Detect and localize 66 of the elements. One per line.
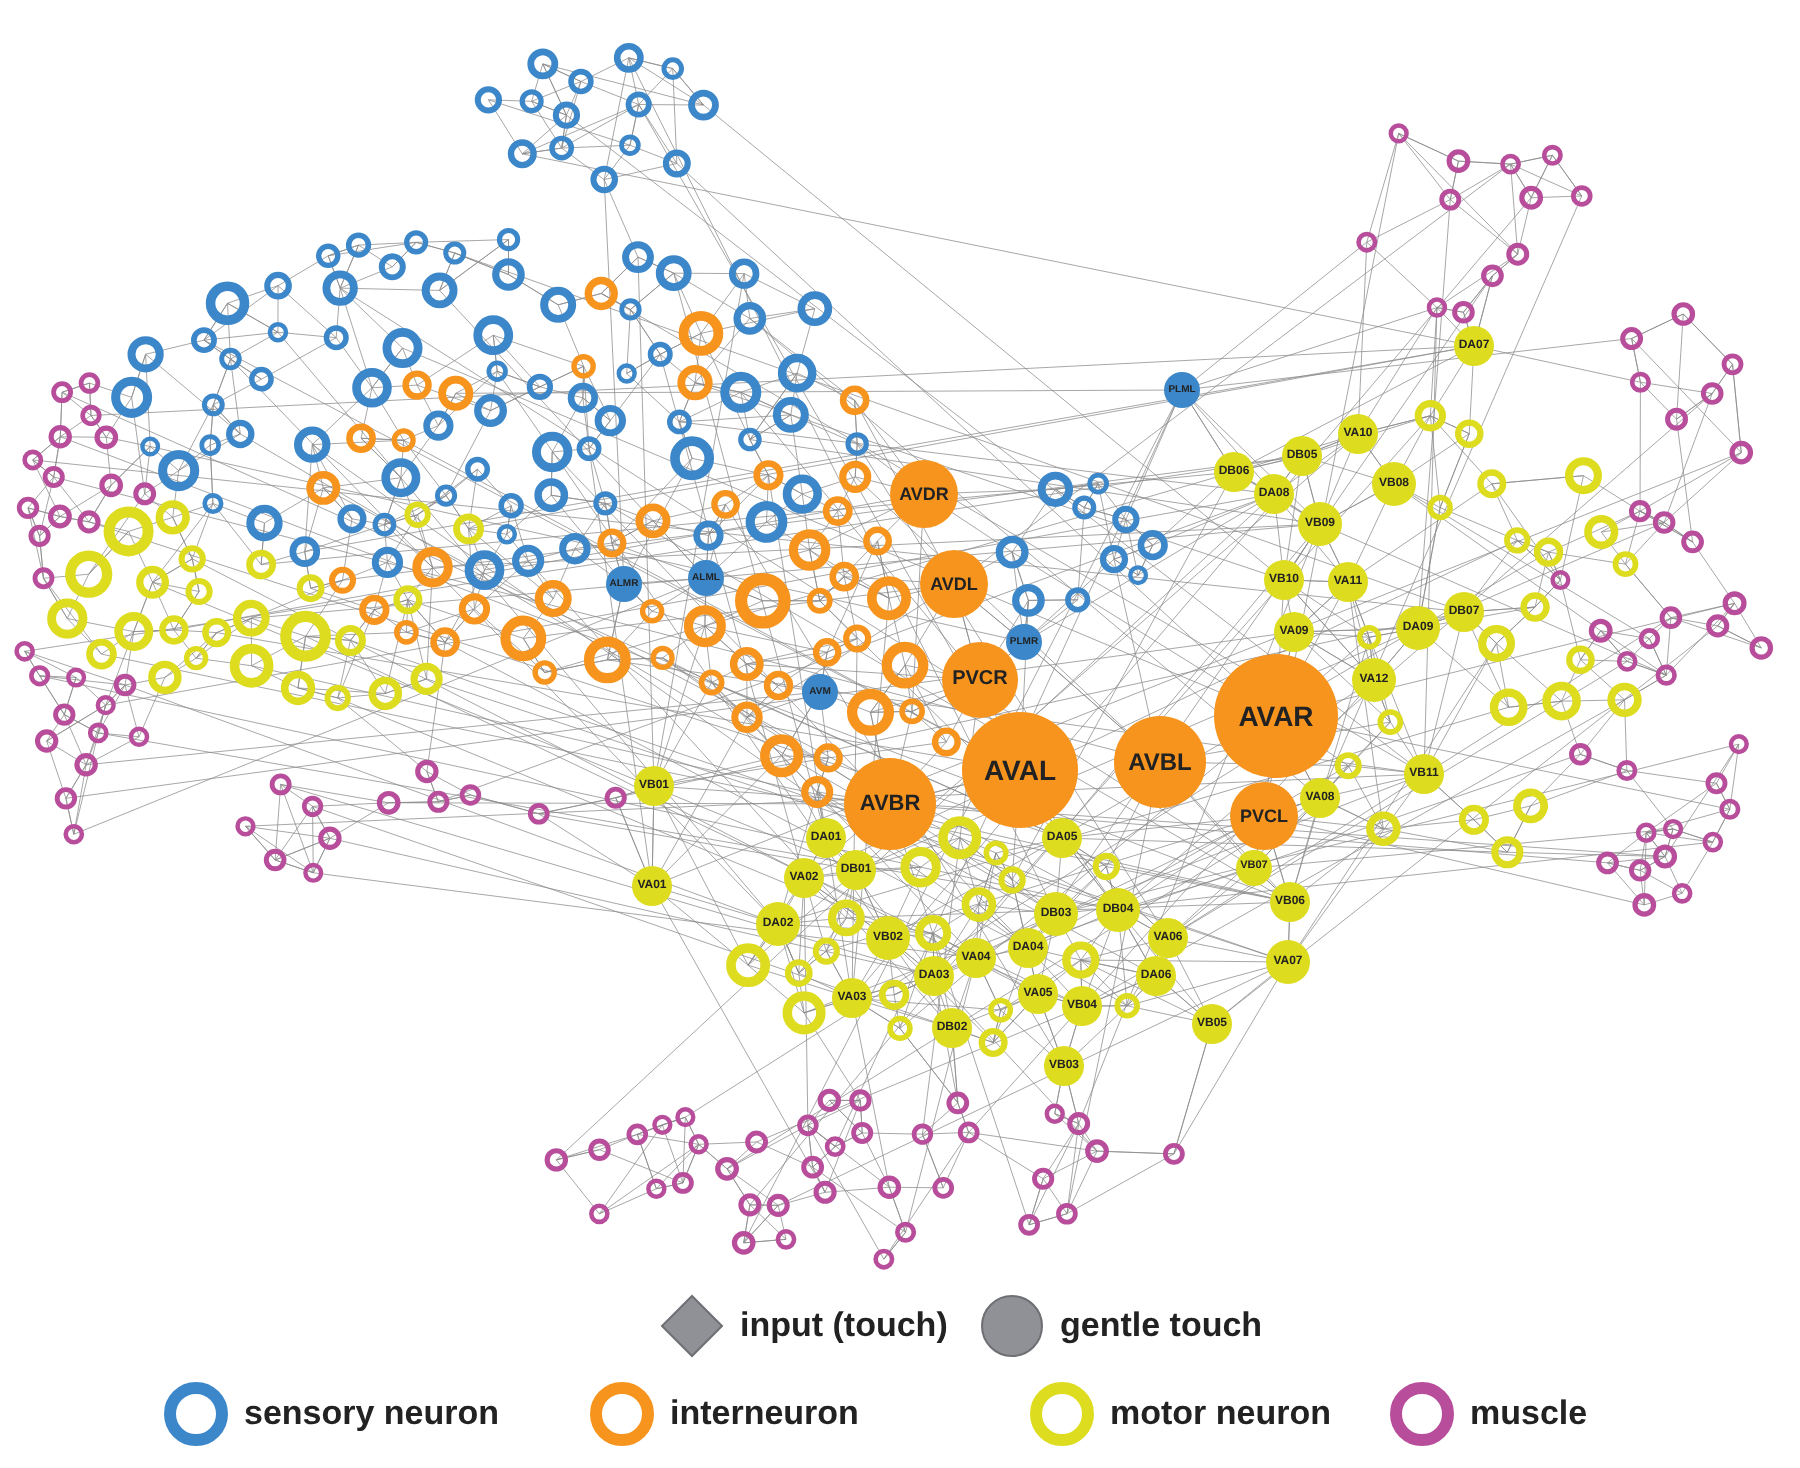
neuron-node xyxy=(836,850,876,890)
legend-label: interneuron xyxy=(670,1394,859,1434)
neuron-node xyxy=(1006,624,1042,660)
neuron-node xyxy=(1454,326,1494,366)
node-label: AVAR xyxy=(1238,702,1314,730)
neuron-node xyxy=(1114,716,1206,808)
neuron-node xyxy=(1372,462,1416,506)
legend-label: muscle xyxy=(1470,1394,1588,1434)
node-label: AVDR xyxy=(899,485,949,503)
neuron-node xyxy=(1444,592,1484,632)
neuron-node xyxy=(756,902,800,946)
neuron-node xyxy=(1300,778,1340,818)
neuron-node xyxy=(890,460,958,528)
neuron-node xyxy=(784,858,824,898)
neuron-node xyxy=(1042,818,1082,858)
neuron-node xyxy=(1338,414,1378,454)
node-label: PVCL xyxy=(1239,807,1288,825)
neuron-node xyxy=(1214,654,1338,778)
neuron-node xyxy=(1164,372,1200,408)
neuron-node xyxy=(956,938,996,978)
neuron-node xyxy=(802,674,838,710)
neuron-node xyxy=(1192,1004,1232,1044)
neuron-node xyxy=(1034,892,1078,936)
neuron-node xyxy=(1236,850,1272,886)
neuron-node xyxy=(844,758,936,850)
neuron-node xyxy=(942,642,1018,718)
neuron-node xyxy=(1298,502,1342,546)
legend-label: gentle touch xyxy=(1060,1306,1263,1346)
neuron-node xyxy=(806,818,846,858)
neuron-node xyxy=(1096,888,1140,932)
neuron-node xyxy=(606,566,642,602)
node-label: PVCR xyxy=(952,670,1008,690)
neuron-node xyxy=(1214,452,1254,492)
neuron-node xyxy=(1404,754,1444,794)
neuron-node xyxy=(1230,782,1298,850)
neuron-node xyxy=(914,956,954,996)
neuron-node xyxy=(932,1008,972,1048)
neuron-node xyxy=(1396,606,1440,650)
neuron-node xyxy=(634,766,674,806)
neuron-node xyxy=(688,560,724,596)
neuron-node xyxy=(1044,1046,1084,1086)
neuron-node xyxy=(1062,986,1102,1026)
node-label: AVAL xyxy=(983,756,1057,784)
neuron-node xyxy=(1282,436,1322,476)
neuron-node xyxy=(866,916,910,960)
neuron-node xyxy=(1008,928,1048,968)
legend-label: motor neuron xyxy=(1110,1394,1331,1434)
neuron-node xyxy=(1148,918,1188,958)
neuron-node xyxy=(1264,560,1304,600)
legend-label: sensory neuron xyxy=(244,1394,500,1434)
neuron-node xyxy=(1274,612,1314,652)
node-label: AVBL xyxy=(1128,750,1192,774)
node-label: AVBR xyxy=(859,793,921,815)
neuron-node xyxy=(962,712,1078,828)
neuron-node xyxy=(632,866,672,906)
neuron-node xyxy=(920,550,988,618)
neuron-node xyxy=(1270,882,1310,922)
node-label: AVDL xyxy=(930,575,978,593)
neuron-node xyxy=(1018,974,1058,1014)
neuron-node xyxy=(1136,956,1176,996)
neuron-node xyxy=(1254,474,1294,514)
neuron-node xyxy=(1266,940,1310,984)
neuron-node xyxy=(832,978,872,1018)
neuron-node xyxy=(1352,658,1396,702)
neuron-node xyxy=(1328,562,1368,602)
legend-label: input (touch) xyxy=(740,1306,948,1346)
